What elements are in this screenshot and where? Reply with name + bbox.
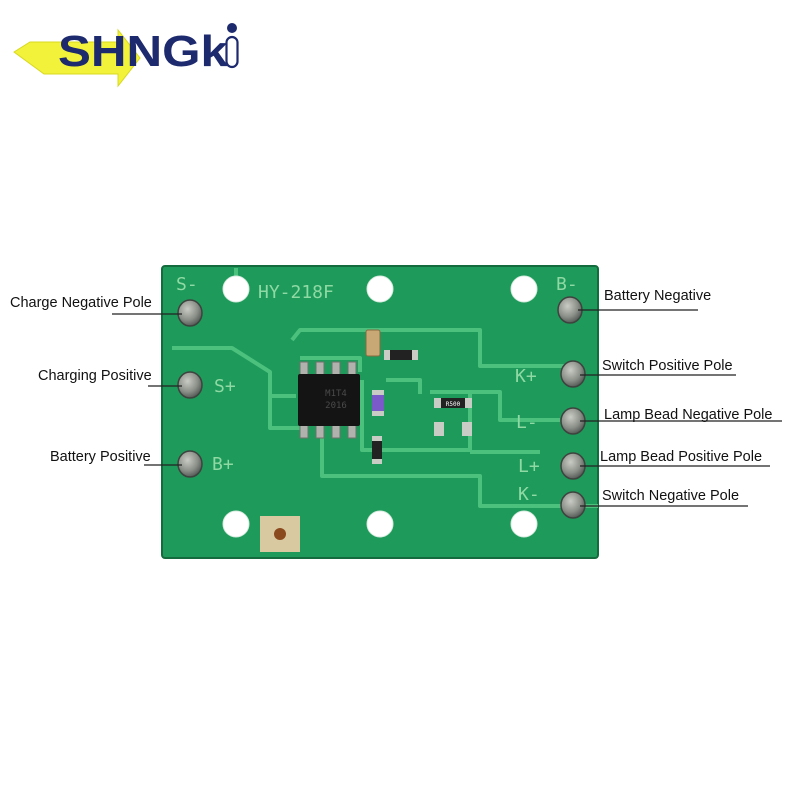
chip-marking-line1: M1T4 [325,389,347,399]
mounting-holes [222,275,538,538]
label-switch-positive-pole: Switch Positive Pole [602,358,733,374]
smd-components: R500 [365,329,472,464]
pad-s-minus [177,299,203,327]
solder-pads [177,296,586,519]
pad-k-plus [560,360,586,388]
silk-k-plus: K+ [515,366,537,387]
callout-labels: Charge Negative Pole Charging Positive B… [10,288,772,504]
brand-logo: SHNGk [13,23,239,88]
silkscreen-text: HY-218F S- S+ B+ B- K+ L- L+ K- [176,274,578,505]
silk-b-minus: B- [556,274,578,295]
label-lamp-bead-positive-pole: Lamp Bead Positive Pole [600,449,762,465]
brand-name: SHNGk [58,27,229,76]
label-charging-positive: Charging Positive [38,368,152,384]
label-battery-negative: Battery Negative [604,288,711,304]
label-battery-positive: Battery Positive [50,449,151,465]
pad-k-minus [560,491,586,519]
resistor-marking: R500 [446,401,461,408]
silk-s-minus: S- [176,274,198,295]
label-charge-negative-pole: Charge Negative Pole [10,295,152,311]
silk-k-minus: K- [518,484,540,505]
silk-l-minus: L- [516,412,538,433]
pad-s-plus [177,371,203,399]
silk-s-plus: S+ [214,376,236,397]
test-pad [260,516,300,552]
chip-marking-line2: 2016 [325,401,347,411]
pcb-traces [172,268,598,508]
brand-info-i-icon [225,23,239,69]
silk-model: HY-218F [258,282,334,303]
silk-l-plus: L+ [518,456,540,477]
silk-b-plus: B+ [212,454,234,475]
label-switch-negative-pole: Switch Negative Pole [602,488,739,504]
label-lamp-bead-negative-pole: Lamp Bead Negative Pole [604,407,772,423]
leader-lines [112,309,782,507]
ic-chip: M1T4 2016 [298,361,360,439]
logo-arrow-icon [13,28,141,88]
pad-b-plus [177,450,203,478]
pcb-board: M1T4 2016 R500 [161,265,599,559]
